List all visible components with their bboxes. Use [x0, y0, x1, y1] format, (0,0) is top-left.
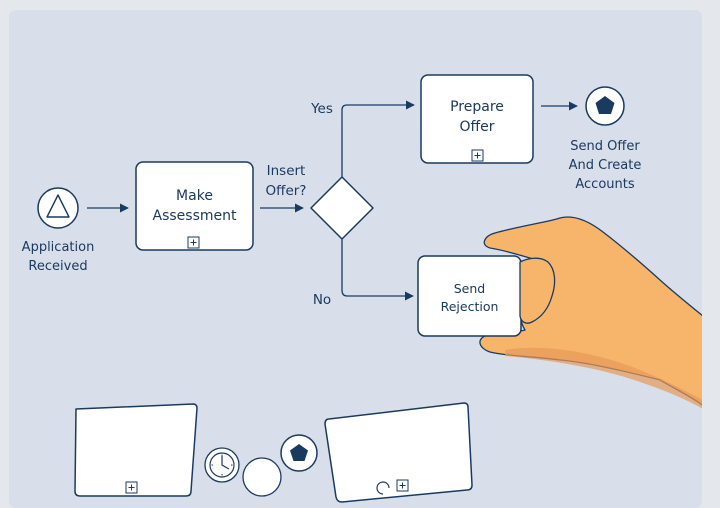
loop-icon: [376, 481, 390, 495]
palette-end-event[interactable]: [280, 434, 318, 472]
diagram-svg: [37, 74, 702, 503]
plus-icon: [125, 481, 138, 494]
plus-icon: [187, 236, 200, 249]
palette-loop-task-box[interactable]: [324, 402, 473, 503]
start-event-label: Application Received: [21, 240, 95, 274]
clock-icon: [209, 452, 235, 478]
bpmn-canvas: Application Received Make Assessment Ins…: [9, 10, 702, 508]
palette-plain-event[interactable]: [242, 457, 282, 497]
task-make-assessment-label: Make Assessment: [152, 188, 237, 224]
start-event[interactable]: [37, 187, 79, 229]
branch-no-label: No: [312, 292, 332, 308]
hand-shading: [505, 347, 702, 409]
exclusive-gateway[interactable]: [310, 176, 374, 240]
hand-thumb: [519, 257, 556, 324]
pentagon-icon: [290, 444, 308, 461]
task-send-rejection-label: Send Rejection: [440, 281, 499, 314]
task-prepare-offer[interactable]: [420, 74, 534, 164]
gateway-label: Insert Offer?: [265, 163, 307, 199]
end-event-label: Send Offer And Create Accounts: [568, 139, 642, 192]
palette-task-box[interactable]: [74, 403, 198, 497]
flow-no: [341, 239, 414, 301]
flow-yes: [341, 100, 415, 178]
plus-icon: [396, 479, 409, 492]
triangle-icon: [46, 194, 70, 218]
task-make-assessment[interactable]: [135, 161, 254, 251]
branch-yes-label: Yes: [311, 101, 333, 117]
pentagon-icon: [595, 96, 615, 114]
plus-icon: [471, 149, 484, 162]
end-event[interactable]: [585, 86, 625, 126]
task-prepare-offer-label: Prepare Offer: [450, 99, 504, 135]
palette-timer-event[interactable]: [204, 447, 240, 483]
